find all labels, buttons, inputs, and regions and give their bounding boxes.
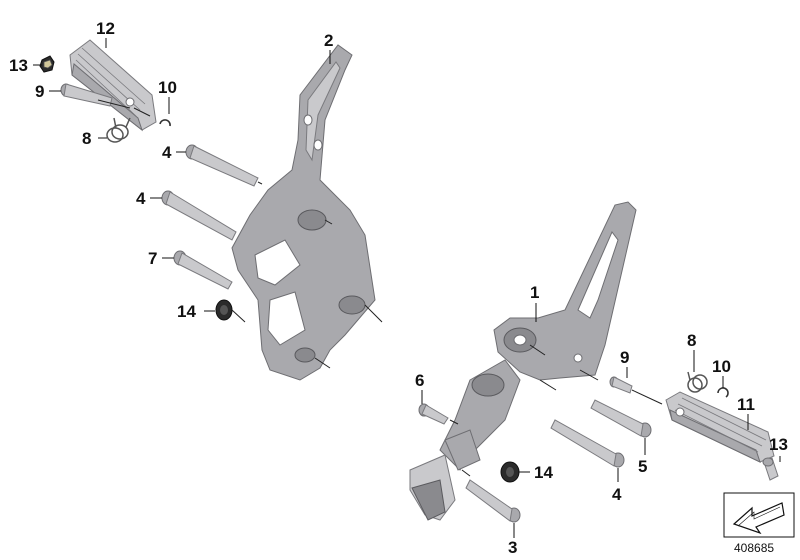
right-spring-8 <box>687 371 708 393</box>
arrow-icon <box>732 502 785 535</box>
callout-11: 11 <box>737 395 755 414</box>
callout-8-left: 8 <box>82 129 91 148</box>
callout-13-left: 13 <box>9 56 28 75</box>
callout-leaders <box>33 38 781 538</box>
callout-8-right: 8 <box>687 331 696 350</box>
callout-13-right: 13 <box>769 435 788 454</box>
left-circlip-10 <box>159 119 171 127</box>
right-bolt-4 <box>550 419 625 468</box>
callout-3: 3 <box>508 538 517 557</box>
right-footrest-bracket <box>409 201 637 521</box>
callout-6: 6 <box>415 371 424 390</box>
callout-14-left: 14 <box>177 302 196 321</box>
callout-12: 12 <box>96 19 115 38</box>
left-bolt-7 <box>173 250 233 290</box>
left-assembly-axes <box>97 99 383 369</box>
right-circlip-10 <box>717 387 729 398</box>
callout-10-left: 10 <box>158 78 177 97</box>
callout-4-upper-left: 4 <box>162 143 172 162</box>
callout-14-right: 14 <box>534 463 553 482</box>
callout-9-left: 9 <box>35 82 44 101</box>
callout-5: 5 <box>638 457 647 476</box>
left-bolt-lower-4 <box>161 190 237 241</box>
callout-2: 2 <box>324 31 333 50</box>
callout-7: 7 <box>148 249 157 268</box>
callout-9-right: 9 <box>620 348 629 367</box>
callout-4-right: 4 <box>612 485 622 504</box>
left-nut-13 <box>39 55 55 73</box>
right-footpeg <box>665 391 775 463</box>
right-pin-13 <box>762 457 779 481</box>
left-footrest-bracket <box>231 44 376 381</box>
right-assembly-axes <box>449 344 663 477</box>
catalog-number: 408685 <box>734 541 775 555</box>
right-rubber-bushing-14 <box>500 461 520 483</box>
callout-numbers: 1 2 3 4 4 4 5 6 7 8 8 9 9 10 10 11 12 13… <box>9 19 788 557</box>
right-bolt-3 <box>465 479 521 523</box>
left-bolt-upper-4 <box>185 144 259 187</box>
callout-10-right: 10 <box>712 357 731 376</box>
right-bolt-6 <box>418 403 449 425</box>
callout-1: 1 <box>530 283 539 302</box>
left-footpeg <box>69 39 157 132</box>
left-rubber-bushing-14 <box>215 299 233 321</box>
catalog-symbol <box>723 492 795 538</box>
callout-4-lower-left: 4 <box>136 189 146 208</box>
right-bolt-5 <box>590 399 652 438</box>
right-pin-9 <box>609 376 633 394</box>
left-spring-8 <box>106 117 131 143</box>
